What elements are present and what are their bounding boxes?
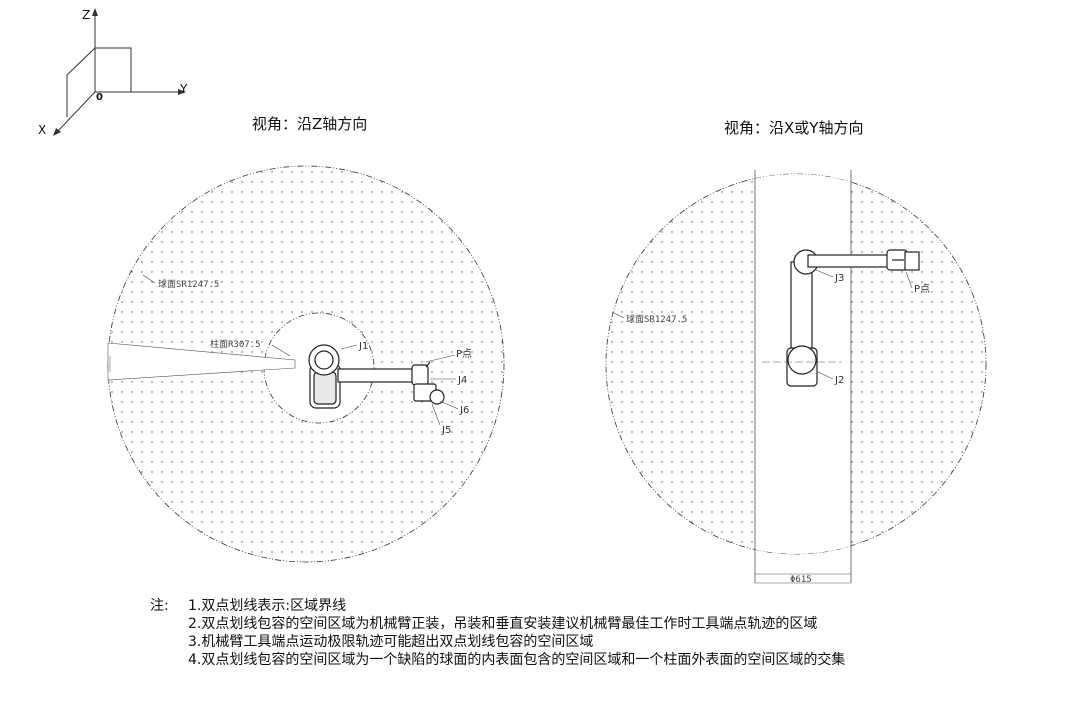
axis-origin-label: 0: [96, 92, 103, 103]
axis-x-label: X: [38, 123, 47, 137]
axis-z-label: Z: [82, 8, 91, 22]
notes: 注: 1.双点划线表示:区域界线 2.双点划线包容的空间区域为机械臂正装，吊装和垂…: [150, 597, 845, 669]
note-item: 1.双点划线表示:区域界线: [188, 598, 347, 614]
axis-y-label: Y: [180, 82, 188, 96]
joint-label-j2: J2: [834, 375, 844, 386]
note-item: 2.双点划线包容的空间区域为机械臂正装，吊装和垂直安装建议机械臂最佳工作时工具端…: [188, 616, 818, 632]
sphere-label-left: 球面SR1247.5: [158, 278, 219, 290]
sphere-wedge-cut: [107, 342, 296, 381]
point-label-right: P点: [914, 283, 930, 295]
notes-prefix: 注:: [150, 598, 169, 614]
joint-label-j1: J1: [358, 341, 368, 352]
note-item: 4.双点划线包容的空间区域为一个缺陷的球面的内表面包含的空间区域和一个柱面外表面…: [188, 652, 846, 668]
left-view: [107, 165, 505, 563]
cylinder-label-left: 柱面R307.5: [210, 338, 261, 350]
joint-label-j5: J5: [441, 425, 451, 436]
sphere-label-right: 球面SR1247.5: [626, 313, 687, 325]
note-item: 3.机械臂工具端点运动极限轨迹可能超出双点划线包容的空间区域: [188, 634, 594, 650]
robot-arm-side-view: [786, 249, 920, 387]
view-title-left: 视角：沿Z轴方向: [252, 115, 368, 133]
dimension-label: Φ615: [790, 575, 812, 585]
right-view: [605, 170, 987, 584]
axis-indicator: [53, 8, 186, 136]
view-title-right: 视角：沿X或Y轴方向: [724, 119, 864, 137]
point-label-left: P点: [456, 348, 472, 360]
joint-label-j4: J4: [457, 375, 467, 386]
joint-label-j3: J3: [834, 273, 844, 284]
joint-label-j6: J6: [459, 405, 469, 416]
robot-arm-top-view: [308, 344, 445, 409]
